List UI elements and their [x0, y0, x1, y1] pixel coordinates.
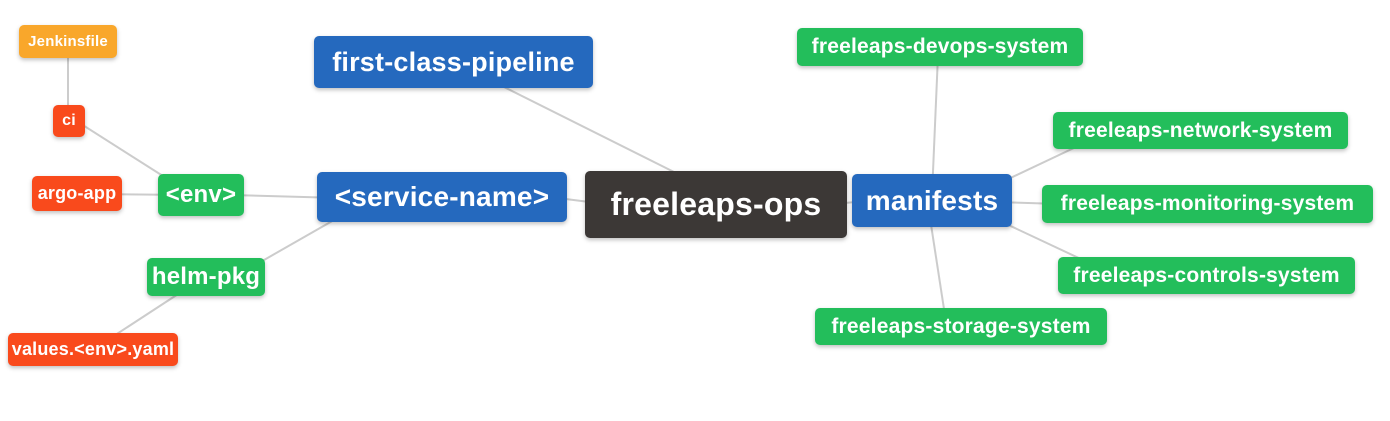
mindmap-node-ci[interactable]: ci — [53, 105, 85, 137]
mindmap-node-jenkinsfile[interactable]: Jenkinsfile — [19, 25, 117, 58]
mindmap-node-freeleaps-storage-system[interactable]: freeleaps-storage-system — [815, 308, 1107, 345]
mindmap-node-freeleaps-network-system[interactable]: freeleaps-network-system — [1053, 112, 1348, 149]
mindmap-node-helm-pkg[interactable]: helm-pkg — [147, 258, 265, 296]
edge-manifests-to-freeleaps-storage-system — [929, 217, 947, 323]
mindmap-node-freeleaps-controls-system[interactable]: freeleaps-controls-system — [1058, 257, 1355, 294]
mindmap-node-env[interactable]: <env> — [158, 174, 244, 216]
mindmap-node-manifests[interactable]: manifests — [852, 174, 1012, 227]
edge-first-class-pipeline-to-freeleaps-ops — [479, 74, 701, 186]
edge-manifests-to-freeleaps-devops-system — [931, 54, 939, 196]
mindmap-node-service-name[interactable]: <service-name> — [317, 172, 567, 222]
mindmap-node-freeleaps-devops-system[interactable]: freeleaps-devops-system — [797, 28, 1083, 66]
mindmap-node-argo-app[interactable]: argo-app — [32, 176, 122, 211]
mindmap-node-freeleaps-ops[interactable]: freeleaps-ops — [585, 171, 847, 238]
mindmap-node-values-env-yaml[interactable]: values.<env>.yaml — [8, 333, 178, 366]
mindmap-node-freeleaps-monitoring-system[interactable]: freeleaps-monitoring-system — [1042, 185, 1373, 223]
mindmap-node-first-class-pipeline[interactable]: first-class-pipeline — [314, 36, 593, 88]
